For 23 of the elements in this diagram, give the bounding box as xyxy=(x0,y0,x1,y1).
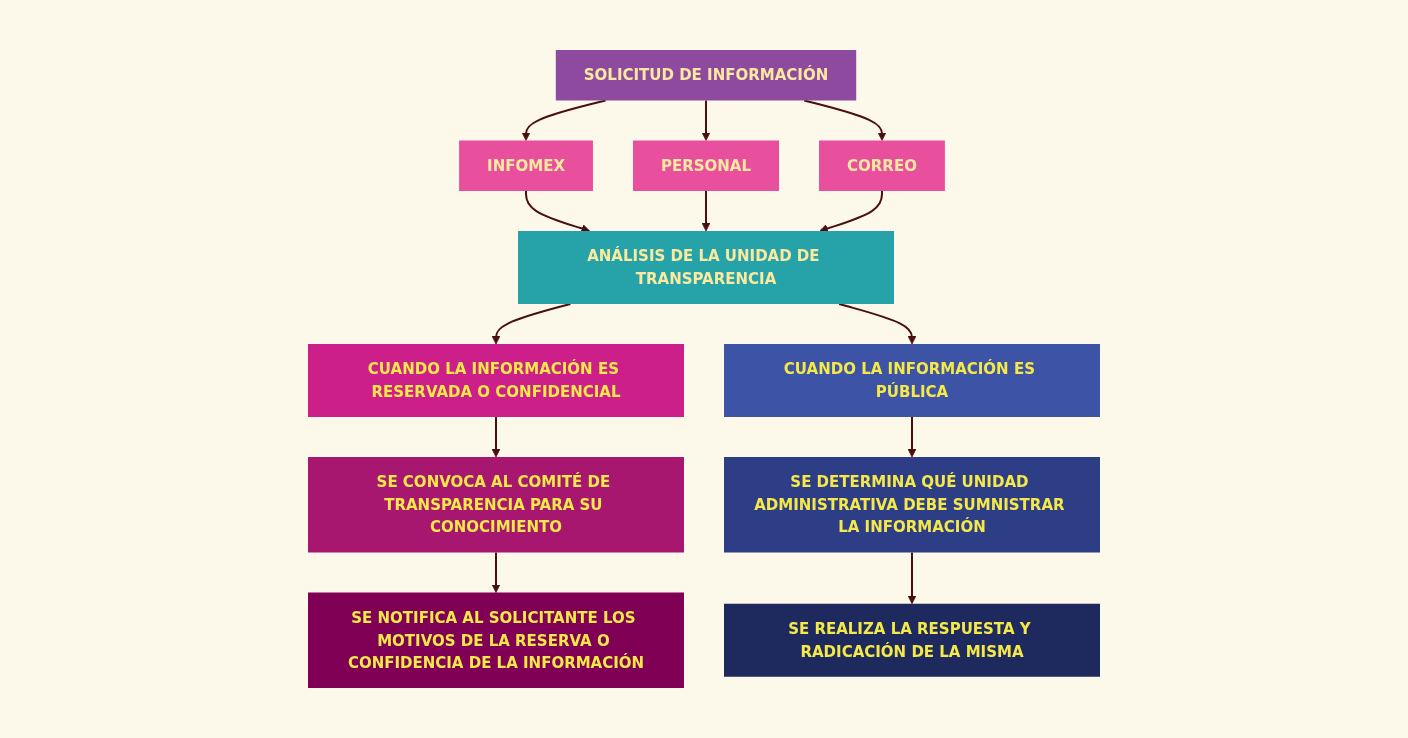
arrow xyxy=(701,99,711,141)
node-box: CUANDO LA INFORMACIÓN ES PÚBLICA xyxy=(724,344,1100,417)
node-box: SE REALIZA LA RESPUESTA Y RADICACIÓN DE LA MISMA xyxy=(724,603,1100,677)
arrow xyxy=(803,99,887,141)
arrow xyxy=(491,303,572,345)
arrow xyxy=(838,303,917,345)
node-box: SE NOTIFICA AL SOLICITANTE LOS MOTIVOS DE LA RESERVA O CONFIDENCIA DE LA INFORMACIÓN xyxy=(308,592,684,688)
arrow xyxy=(525,190,591,233)
arrow xyxy=(491,416,501,458)
node-box: INFOMEX xyxy=(459,140,593,191)
node-box: CUANDO LA INFORMACIÓN ES RESERVADA O CONFIDENCIAL xyxy=(308,344,684,417)
node-box: SE DETERMINA QUÉ UNIDAD ADMINISTRATIVA DEBE SUMNISTRAR LA INFORMACIÓN xyxy=(724,457,1100,553)
node-box: ANÁLISIS DE LA UNIDAD DE TRANSPARENCIA xyxy=(518,231,894,304)
node-box: CORREO xyxy=(819,140,945,191)
arrow xyxy=(521,99,607,141)
arrow xyxy=(819,190,883,233)
arrow xyxy=(907,416,917,458)
arrow xyxy=(701,190,711,232)
node-box: SE CONVOCA AL COMITÉ DE TRANSPARENCIA PARA SU CONOCIMIENTO xyxy=(308,457,684,553)
arrow xyxy=(907,551,917,605)
arrow xyxy=(491,551,501,593)
node-box: PERSONAL xyxy=(632,140,780,191)
node-box: SOLICITUD DE INFORMACIÓN xyxy=(555,50,857,101)
